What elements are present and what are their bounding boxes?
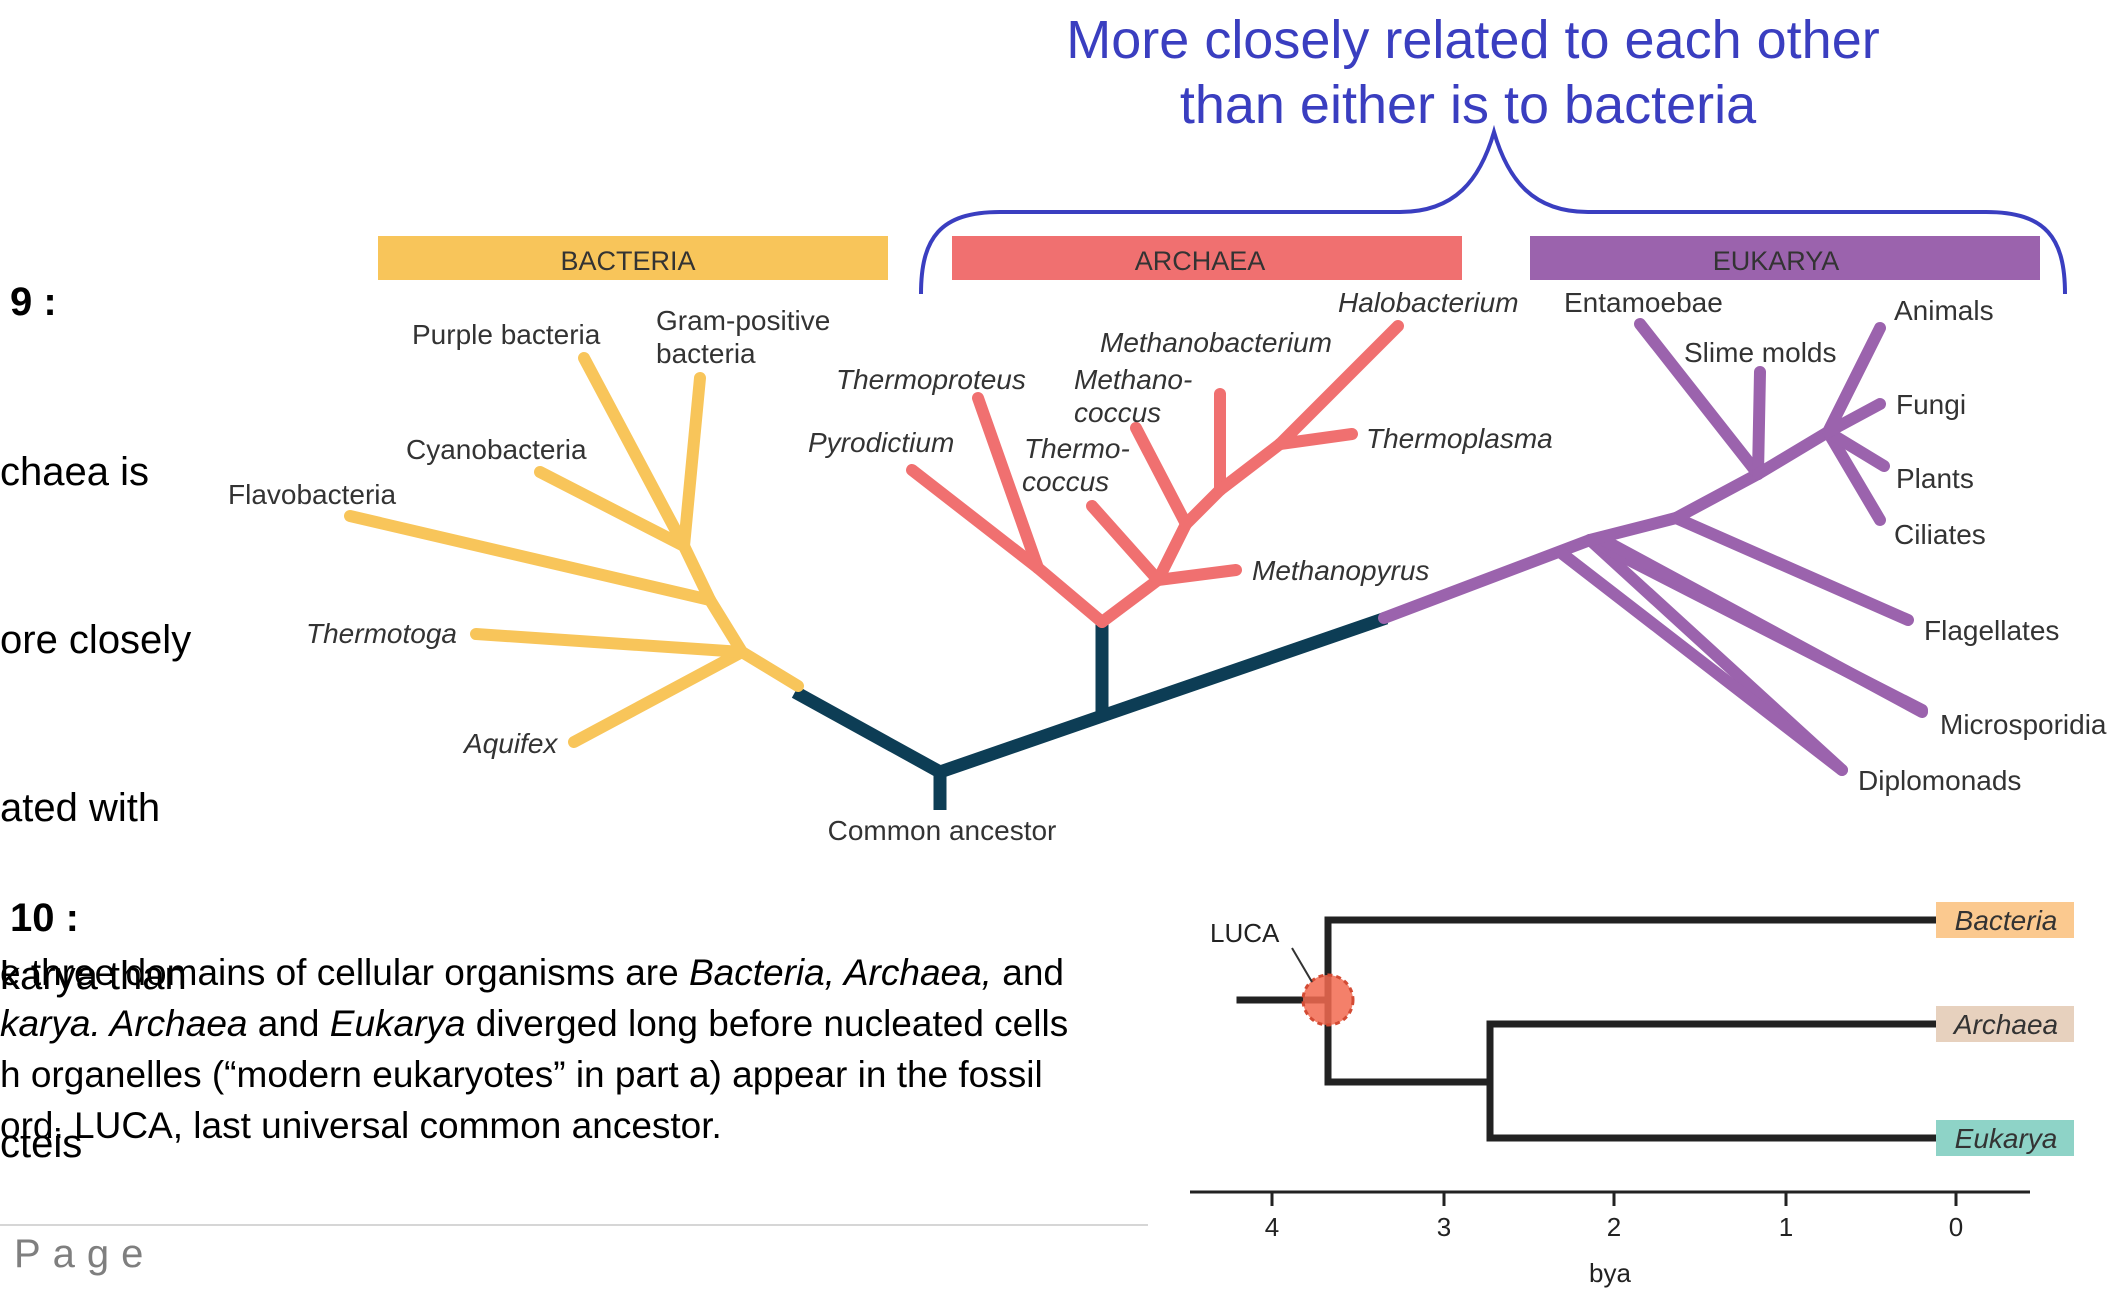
luca-node <box>1301 973 1355 1027</box>
caption-segment: and <box>991 952 1064 993</box>
caption-segment: karya. Archaea <box>0 1003 248 1044</box>
caption-segment: e three domains of cellular organisms ar… <box>0 952 689 993</box>
taxon-label: Diplomonads <box>1858 765 2021 796</box>
bracket-caption-line: than either is to bacteria <box>1180 75 1757 135</box>
taxon-label: Gram-positive <box>656 305 830 336</box>
figure9-caption-line: ore closely <box>0 618 192 662</box>
taxon-label: Plants <box>1896 463 1974 494</box>
taxon-label: Animals <box>1894 295 1994 326</box>
bracket-caption-line: More closely related to each other <box>1066 10 1879 70</box>
taxon-box-label: Bacteria <box>1955 905 2058 936</box>
taxon-label: coccus <box>1074 397 1161 428</box>
taxon-label: Purple bacteria <box>412 319 601 350</box>
taxon-box-bacteria <box>1936 902 2074 938</box>
page-footer: Page <box>14 1232 156 1276</box>
timeline-cladogram: LUCA Bacteria Archaea Eukarya 4 3 2 1 0 … <box>1190 902 2074 1288</box>
figure9-caption-line: karya than <box>0 954 187 998</box>
axis-tick-label: 2 <box>1607 1212 1621 1242</box>
figure10-caption-line: e three domains of cellular organisms ar… <box>0 947 1068 998</box>
luca-label: LUCA <box>1210 918 1280 948</box>
figure9-caption: chaea is ore closely ated with karya tha… <box>0 332 191 1284</box>
taxon-label: bacteria <box>656 338 756 369</box>
taxon-label: Methanopyrus <box>1252 555 1429 586</box>
taxon-box-label: Eukarya <box>1955 1123 2058 1154</box>
figure9-caption-line: cteis <box>0 1122 83 1166</box>
taxon-label: Thermoplasma <box>1366 423 1553 454</box>
domain-label-eukarya: EUKARYA <box>1713 246 1840 276</box>
figure10-label: 10 : <box>10 896 79 940</box>
domain-bar-bacteria <box>378 236 888 280</box>
taxon-label: Ciliates <box>1894 519 1986 550</box>
time-axis-ticks <box>1270 1192 1958 1206</box>
grouping-bracket <box>919 124 2067 295</box>
taxon-label: Thermo- <box>1024 433 1130 464</box>
taxon-label: Microsporidia <box>1940 709 2107 740</box>
caption-segment: Eukarya <box>329 1003 466 1044</box>
phylogenetic-tree: More closely related to each other than … <box>228 10 2107 846</box>
caption-segment: and <box>247 1003 330 1044</box>
caption-segment: ord. LUCA, last universal common ancesto… <box>0 1105 722 1146</box>
taxon-box-eukarya <box>1936 1120 2074 1156</box>
figure10-caption-line: karya. Archaea and Eukarya diverged long… <box>0 998 1068 1049</box>
axis-tick-label: 1 <box>1779 1212 1793 1242</box>
figure9-caption-line: ated with <box>0 786 161 830</box>
taxon-label: Cyanobacteria <box>406 434 587 465</box>
taxon-label: Entamoebae <box>1564 287 1723 318</box>
axis-tick-label: 4 <box>1265 1212 1279 1242</box>
taxon-label: Slime molds <box>1684 337 1836 368</box>
taxon-box-archaea <box>1936 1006 2074 1042</box>
figure9-label: 9 : <box>10 280 57 324</box>
caption-segment: Bacteria, Archaea, <box>688 952 992 993</box>
figure10-caption: e three domains of cellular organisms ar… <box>0 947 1068 1151</box>
figure9-caption-line: chaea is <box>0 450 149 494</box>
taxon-label: Flavobacteria <box>228 479 397 510</box>
taxon-label: coccus <box>1022 466 1109 497</box>
bacteria-branches <box>344 352 804 748</box>
taxon-label: Flagellates <box>1924 615 2059 646</box>
taxon-label: Thermoproteus <box>836 364 1026 395</box>
cladogram-lines <box>1236 916 1944 1142</box>
footer-divider <box>0 1224 1148 1226</box>
domain-label-archaea: ARCHAEA <box>1135 246 1266 276</box>
domain-bar-archaea <box>952 236 1462 280</box>
common-ancestor-label: Common ancestor <box>828 815 1057 846</box>
figure10-caption-line: ord. LUCA, last universal common ancesto… <box>0 1100 1068 1151</box>
tree-trunk <box>791 611 1389 810</box>
taxon-label: Methano- <box>1074 364 1192 395</box>
taxon-label: Pyrodictium <box>808 427 954 458</box>
eukarya-branches <box>1378 318 1928 776</box>
taxon-label: Thermotoga <box>306 618 457 649</box>
caption-segment: diverged long before nucleated cells <box>465 1003 1069 1044</box>
caption-segment: h organelles (“modern eukaryotes” in par… <box>0 1054 1043 1095</box>
domain-bar-eukarya <box>1530 236 2040 280</box>
archaea-branches <box>906 320 1404 628</box>
axis-tick-label: 0 <box>1949 1212 1963 1242</box>
taxon-label: Methanobacterium <box>1100 327 1332 358</box>
figure10-caption-line: h organelles (“modern eukaryotes” in par… <box>0 1049 1068 1100</box>
taxon-box-label: Archaea <box>1952 1009 2058 1040</box>
axis-tick-label: 3 <box>1437 1212 1451 1242</box>
domain-label-bacteria: BACTERIA <box>560 246 695 276</box>
luca-pointer <box>1291 947 1313 983</box>
taxon-label: Aquifex <box>462 728 558 759</box>
axis-title: bya <box>1589 1258 1631 1288</box>
taxon-label: Fungi <box>1896 389 1966 420</box>
taxon-label: Halobacterium <box>1338 287 1519 318</box>
